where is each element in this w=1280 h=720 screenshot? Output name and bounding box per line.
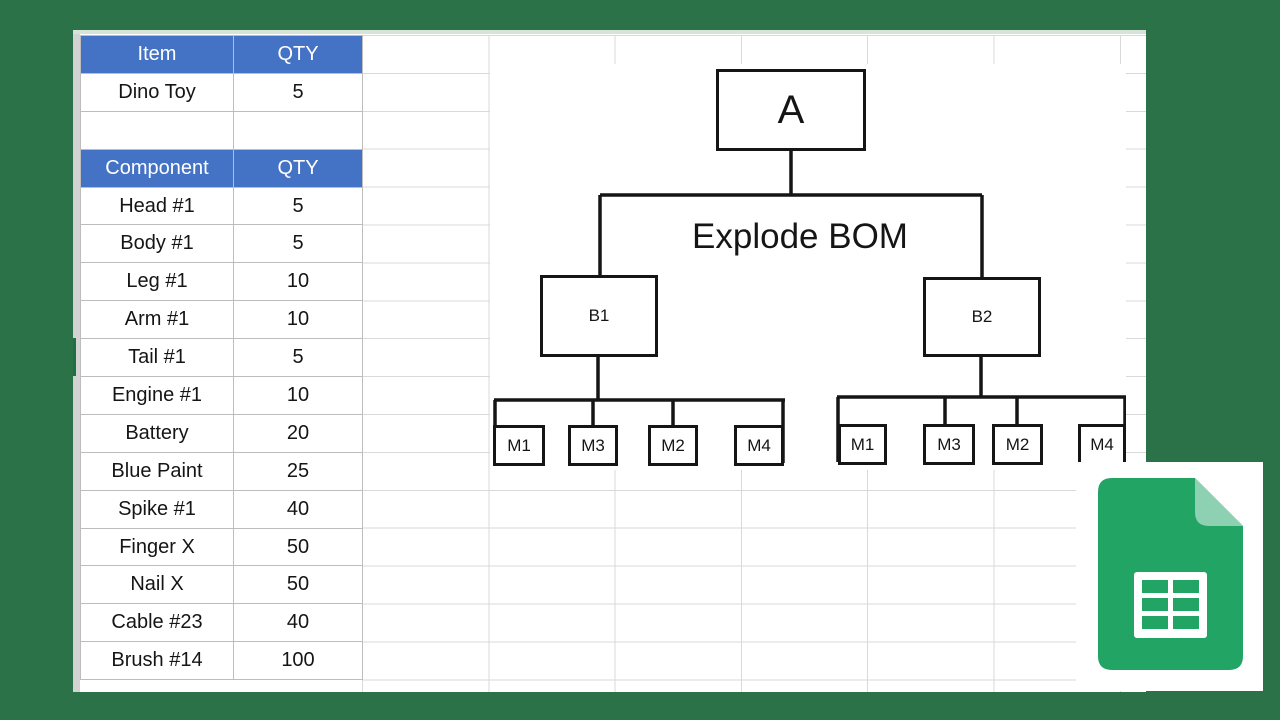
cell-qty[interactable]: 10 [234, 263, 363, 302]
cell-qty[interactable]: 40 [234, 604, 363, 643]
bom-node-m[interactable]: M3 [568, 425, 618, 466]
table-header-qty[interactable]: QTY [234, 149, 363, 188]
cell-qty[interactable]: 50 [234, 566, 363, 605]
cell-item[interactable]: Dino Toy [81, 73, 234, 112]
cell-qty[interactable]: 10 [234, 377, 363, 415]
cell-qty[interactable]: 5 [234, 225, 363, 264]
cell-qty[interactable]: 20 [234, 414, 363, 453]
bom-node-m[interactable]: M2 [648, 425, 698, 466]
cell-item[interactable]: Head #1 [81, 187, 234, 226]
bom-node-root[interactable]: A [716, 69, 866, 151]
row-header-strip [73, 34, 80, 692]
bom-node-m[interactable]: M1 [838, 424, 887, 465]
cell-item[interactable]: Body #1 [81, 225, 234, 264]
table-header-qty[interactable]: QTY [234, 36, 363, 74]
cell-qty[interactable]: 50 [234, 528, 363, 567]
bom-node-m[interactable]: M3 [923, 424, 975, 465]
cell-qty[interactable] [234, 111, 363, 150]
bom-node-m[interactable]: M4 [734, 425, 784, 466]
diagram-title: Explode BOM [692, 217, 908, 256]
cell-item[interactable]: Tail #1 [81, 339, 234, 378]
cell-item[interactable]: Arm #1 [81, 301, 234, 340]
cell-item[interactable]: Engine #1 [81, 377, 234, 415]
cell-item[interactable]: Blue Paint [81, 452, 234, 491]
icon-backdrop [1076, 462, 1263, 691]
cell-item[interactable]: Cable #23 [81, 604, 234, 643]
cell-item[interactable]: Battery [81, 414, 234, 453]
cell-item[interactable]: Finger X [81, 528, 234, 567]
cell-item[interactable]: Brush #14 [81, 642, 234, 681]
cell-qty[interactable]: 100 [234, 642, 363, 681]
table-header-item[interactable]: Item [81, 36, 234, 74]
bom-table: Item QTY Dino Toy 5 Component QTY Head #… [80, 35, 363, 681]
cell-qty[interactable]: 5 [234, 339, 363, 378]
bom-node-b2[interactable]: B2 [923, 277, 1041, 357]
active-row-indicator [73, 338, 76, 376]
bom-node-m[interactable]: M4 [1078, 424, 1126, 465]
cell-qty[interactable]: 5 [234, 73, 363, 112]
table-header-component[interactable]: Component [81, 149, 234, 188]
cell-item[interactable]: Leg #1 [81, 263, 234, 302]
google-sheets-icon [1098, 478, 1243, 670]
bom-node-b1[interactable]: B1 [540, 275, 658, 357]
cell-item[interactable]: Spike #1 [81, 490, 234, 529]
cell-qty[interactable]: 40 [234, 490, 363, 529]
bom-node-m[interactable]: M1 [493, 425, 545, 466]
column-header-strip [73, 30, 1146, 34]
cell-qty[interactable]: 10 [234, 301, 363, 340]
cell-qty[interactable]: 5 [234, 187, 363, 226]
bom-node-m[interactable]: M2 [992, 424, 1043, 465]
cell-qty[interactable]: 25 [234, 452, 363, 491]
cell-item[interactable]: Nail X [81, 566, 234, 605]
cell-item[interactable] [81, 111, 234, 150]
bom-diagram: A Explode BOM B1 B2 M1 M3 M2 M4 M1 M3 M2… [490, 64, 1126, 470]
